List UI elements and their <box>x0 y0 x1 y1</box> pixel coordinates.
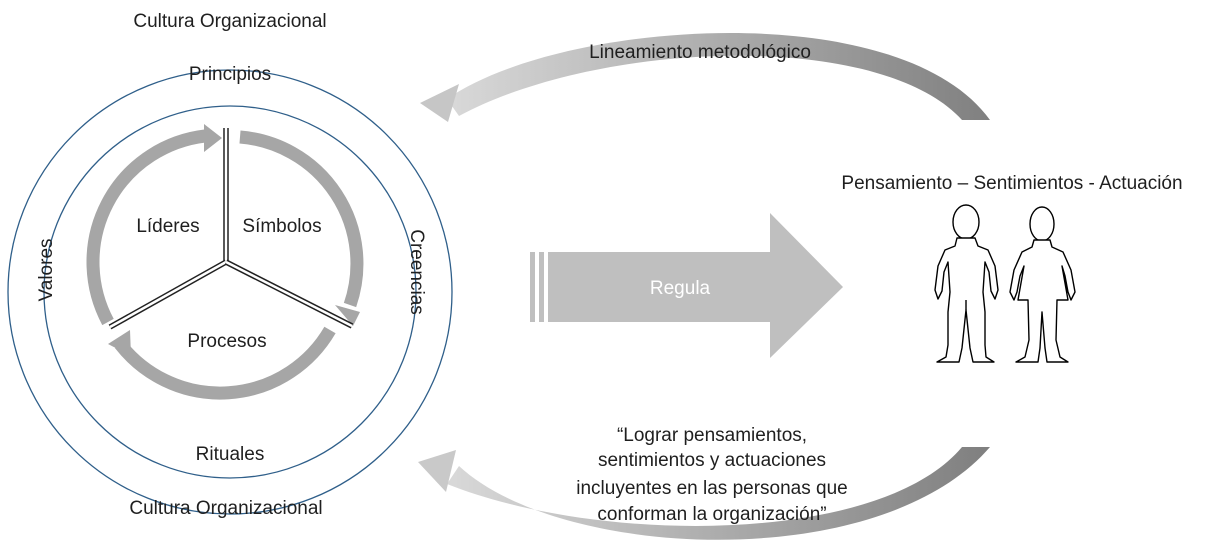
people-caption: Pensamiento – Sentimientos - Actuación <box>841 173 1182 194</box>
cycle-arrowhead-right <box>335 305 360 326</box>
cycle-arrowhead-top <box>204 124 222 152</box>
quote-line-3: incluyentes en las personas que <box>576 478 847 499</box>
person-figure-icon <box>1009 206 1076 363</box>
cycle-arrowhead-bottom <box>108 330 131 356</box>
sector-dividers <box>108 128 354 330</box>
sector-label-lideres: Líderes <box>136 216 199 237</box>
ring-label-creencias: Creencias <box>406 229 427 315</box>
quote-line-2: sentimientos y actuaciones <box>598 450 826 471</box>
ring-label-valores: Valores <box>36 238 57 301</box>
quote-line-1: “Lograr pensamientos, <box>617 425 807 446</box>
ring-label-rituales: Rituales <box>196 444 265 465</box>
person-figure-icon <box>934 204 999 363</box>
ring-label-principios: Principios <box>189 64 271 85</box>
quote-line-4: conforman la organización” <box>597 504 826 525</box>
regula-arrow: Regula <box>530 213 843 358</box>
cycle-arrow-bottom <box>114 326 336 400</box>
bottom-curved-arrow <box>418 447 990 540</box>
sector-label-procesos: Procesos <box>187 331 266 352</box>
bottom-caption: Cultura Organizacional <box>129 498 322 519</box>
cycle-arrows <box>86 124 364 400</box>
regula-label: Regula <box>650 278 711 299</box>
inner-ring <box>43 105 417 479</box>
top-curved-arrow <box>420 32 990 122</box>
top-arc-label: Lineamiento metodológico <box>589 42 811 63</box>
cycle-arrow-right <box>239 130 364 308</box>
top-caption: Cultura Organizacional <box>133 11 326 32</box>
cycle-arrow-top-left <box>86 129 206 326</box>
sector-label-simbolos: Símbolos <box>242 216 321 237</box>
